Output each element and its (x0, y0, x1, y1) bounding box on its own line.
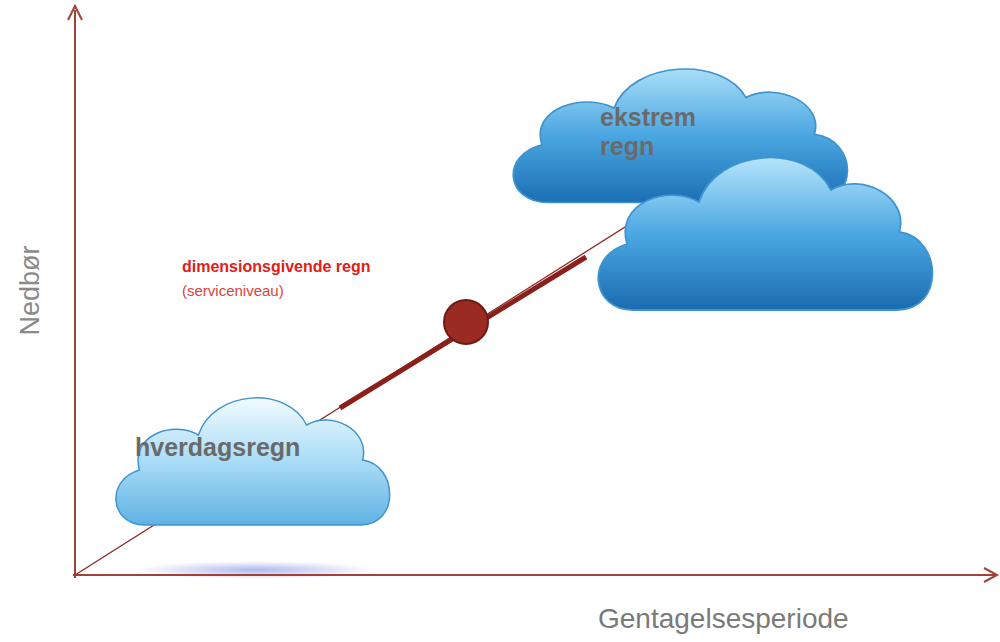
cloud-label: ekstrem regn (600, 103, 740, 161)
cloud-shadow (135, 561, 375, 579)
design-rain-label: dimensionsgivende regn (182, 258, 370, 276)
y-axis (74, 10, 76, 578)
cloud-outline (598, 157, 932, 310)
rain-cloud: ekstrem regn (500, 45, 950, 320)
x-axis-arrow (984, 568, 997, 582)
x-axis-title: Gentagelsesperiode (598, 603, 849, 635)
cloud-label: hverdagsregn (135, 433, 375, 462)
y-axis-title: Nedbør (15, 245, 46, 335)
y-axis-arrow (68, 6, 82, 20)
cloud-outline (116, 398, 390, 525)
cloud-shape (500, 45, 950, 320)
service-range (340, 257, 586, 408)
x-axis (73, 574, 995, 576)
design-point (444, 300, 488, 344)
service-level-label: (serviceniveau) (182, 282, 284, 299)
rain-cloud: hverdagsregn (105, 375, 400, 535)
